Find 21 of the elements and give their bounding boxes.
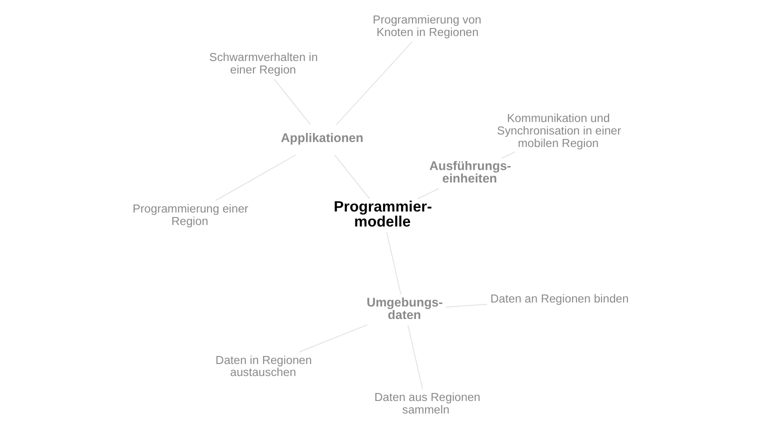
connector [407,324,423,390]
node-text: Applikationen [280,130,364,145]
node-text: Programmier- modelle [334,198,432,231]
connector [334,154,370,200]
node-text: Kommunikation und Synchronisation in einer mobilen Region [497,112,622,150]
connector [500,152,516,159]
node-text: Daten aus Regionen sammeln [374,391,480,417]
node-text: Umgebungs- daten [366,296,443,322]
connector [299,324,368,352]
connector [215,154,296,201]
connector [417,188,440,200]
node-text: Daten an Regionen binden [490,292,629,306]
node-text: Schwarmverhalten in einer Region [209,50,318,76]
node-text: Programmierung einer Region [132,202,248,228]
connector [336,41,413,126]
node-text: Programmierung von Knoten in Regionen [372,14,482,40]
node-text: Daten in Regionen austauschen [216,354,312,380]
connector [386,232,402,296]
connector [445,304,488,308]
node-text: Ausführungs- einheiten [429,159,512,186]
connector [274,78,311,125]
